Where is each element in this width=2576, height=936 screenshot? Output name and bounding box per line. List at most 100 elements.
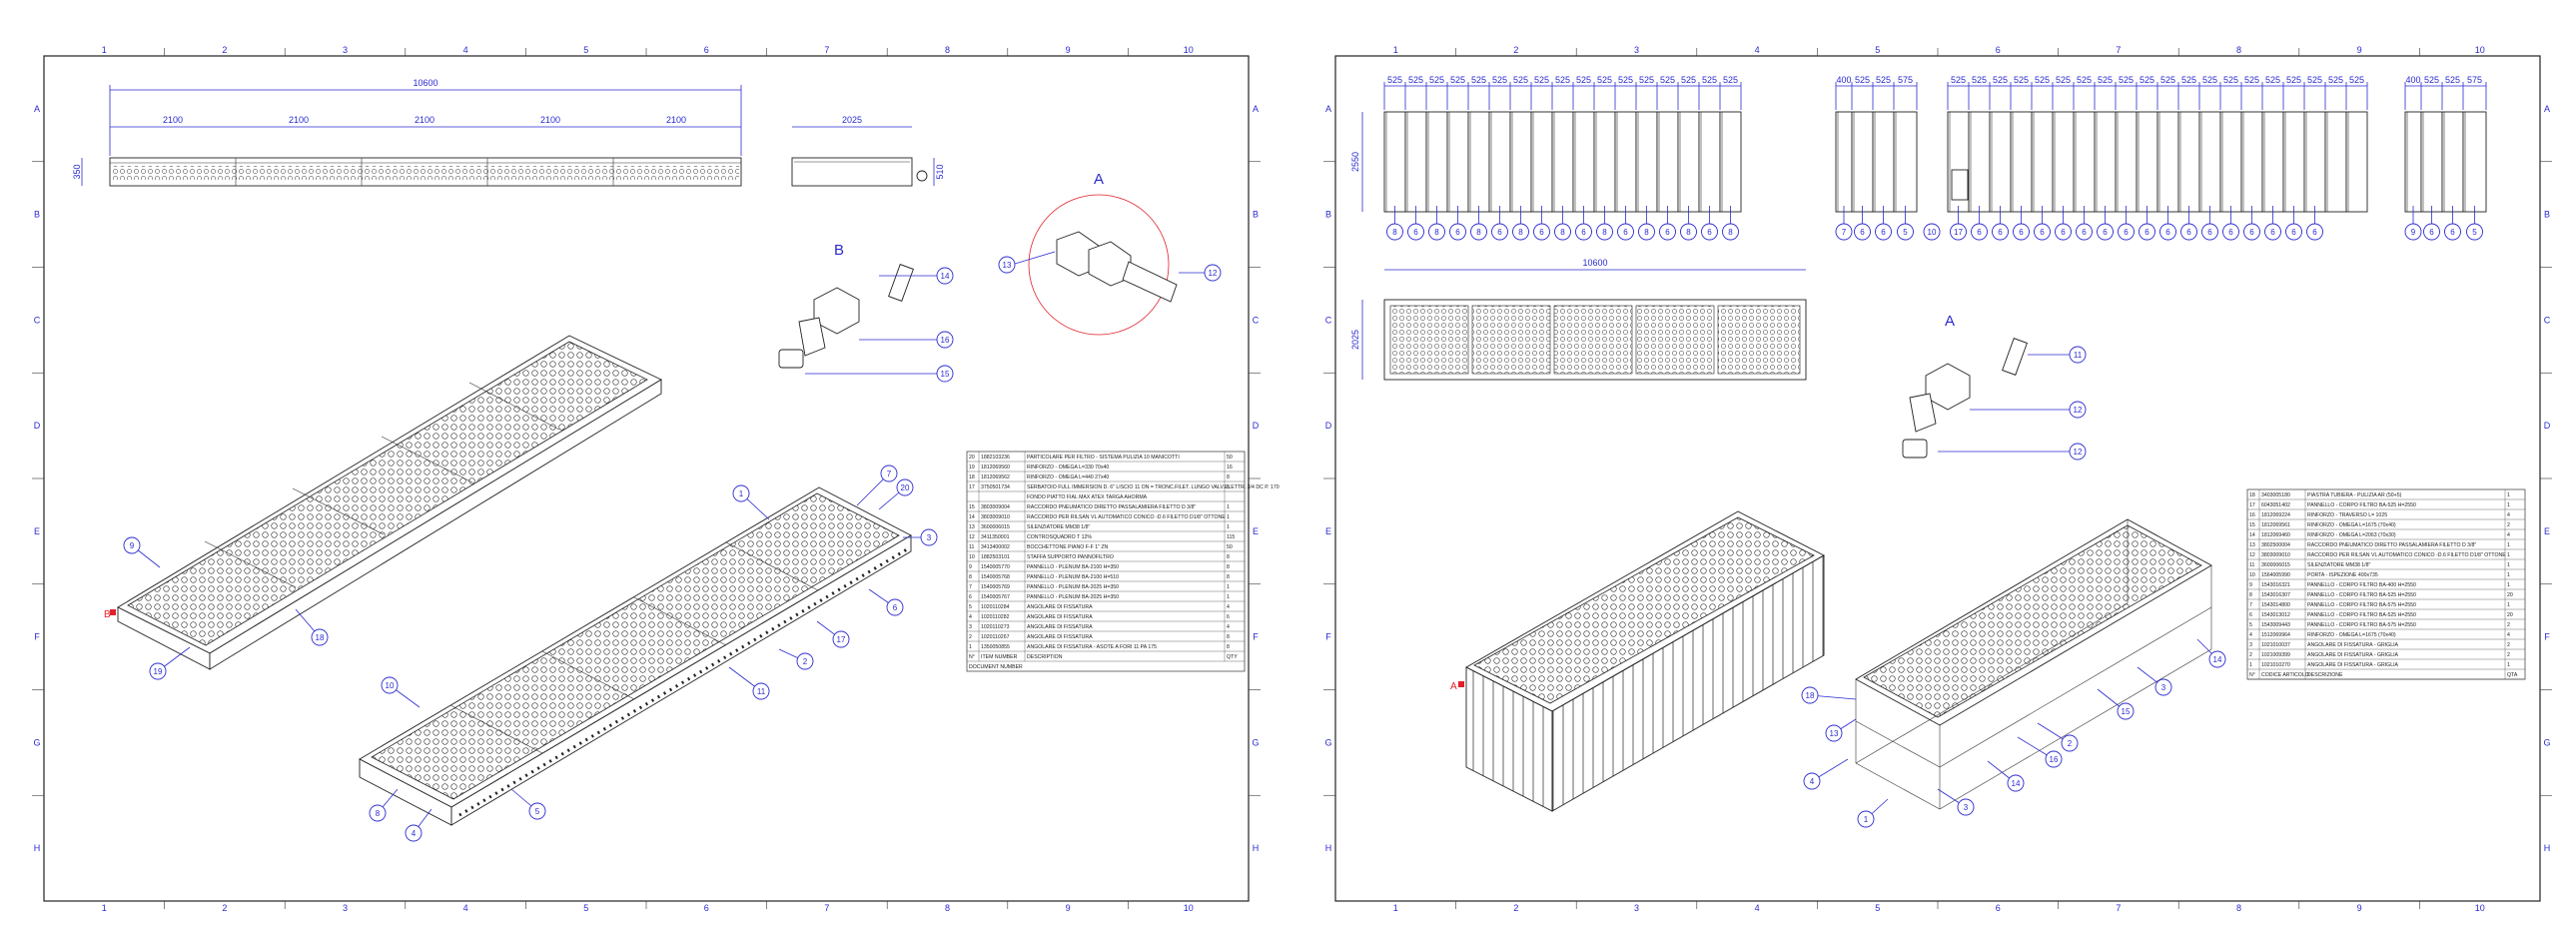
bom-s1-cell: RINFORZO - OMEGA L=330 70x40 [1027,465,1109,470]
bom-s2-cell: 3802500004 [2261,542,2290,548]
grid-col-label: 2 [1513,903,1518,913]
svg-text:15: 15 [941,370,950,379]
grid-row-label: B [34,210,40,220]
front-group-1-balloon: 6 [1533,223,1550,241]
grid-row-label: A [1253,104,1259,114]
grid-row-label: F [2544,632,2550,642]
bom-s1-cell: RACCORDO PER RILSAN VL AUTOMATICO CONICO… [1027,514,1226,520]
bom-s1-cell: 1812069560 [981,465,1010,470]
front-group-1-dim: 525 [1660,75,1675,85]
svg-text:6: 6 [1455,228,1460,237]
front-group-1-balloon: 6 [1407,223,1424,241]
front-group-4-panel [2404,111,2422,213]
sheet2-top-view: 10600 2025 [1350,258,1807,381]
bom-s2-cell: 4 [2249,632,2252,638]
front-group-3-balloon: 17 [1950,223,1967,241]
bom-s2-cell: ANGOLARE DI FISSATURA - GRIGLIA [2307,652,2399,658]
front-group-3-dim: 525 [1951,75,1966,85]
dim-overall: 10600 [413,78,437,88]
sheet1-side-view: 2025 510 [791,115,945,187]
bom-s2-cell: PANNELLO - CORPO FILTRO BA-575 H=2550 [2307,622,2416,628]
svg-text:4: 4 [1810,777,1815,786]
front-group-1-dim: 525 [1408,75,1423,85]
front-group-4-panel [2420,111,2443,213]
svg-text:8: 8 [1518,228,1523,237]
grid-row-label: C [34,315,41,325]
bom-s1-cell: 1 [1227,524,1230,530]
front-group-4-panel [2441,111,2464,213]
bom-s1-cell: 1 [1227,504,1230,510]
balloon-iso-right: 20 [896,478,914,496]
bom-s1-cell: 1020110282 [981,614,1010,620]
front-group-3-panel [2031,111,2054,213]
bom-s1-cell: 3600006015 [981,524,1010,530]
bom-s2-cell: 5 [2249,622,2252,628]
svg-text:6: 6 [2019,228,2024,237]
front-group-2-dim: 525 [1876,75,1891,85]
front-group-3-balloon: 6 [2201,223,2218,241]
bom-s2-cell: 20 [2507,612,2513,618]
bom-s2-cell: RACCORDO PER RILSAN VL AUTOMATICO CONICO… [2307,552,2506,558]
bom-s2-cell: 2 [2249,652,2252,658]
balloon-iso-right: 1 [732,484,750,502]
front-group-1-dim: 525 [1723,75,1738,85]
grid-col-label: 3 [1634,903,1639,913]
front-group-4-balloon: 9 [2404,223,2422,241]
bom-s2-header-cell: QTA [2507,672,2518,678]
bom-s2-cell: RINFORZO - OMEGA L=2063 (70x30) [2307,532,2396,538]
front-group-1-balloon: 6 [1491,223,1508,241]
svg-text:11: 11 [2074,351,2083,360]
grid-row-label: B [2544,210,2550,220]
front-group-3-panel [1989,111,2012,213]
bom-s1-cell: 6 [1227,614,1230,620]
front-group-2-panel [1851,111,1874,213]
front-group-1-dim: 525 [1555,75,1570,85]
bom-s2-frame [2246,488,2526,680]
front-group-3-dim: 525 [2307,75,2322,85]
svg-text:14: 14 [941,272,950,281]
front-group-3-panel [2219,111,2242,213]
bom-s2-cell: 4 [2507,632,2510,638]
iso-marker-a-s2: A [1450,681,1457,692]
sheet1-detail-a: A [1014,171,1205,336]
bom-s1-cell: PANNELLO - PLENUM BA-2025 H=350 [1027,584,1119,590]
dim-segment-3: 2100 [415,115,434,125]
bom-s1-cell: PANNELLO - PLENUM BA-2100 H=350 [1027,564,1119,570]
bom-s1-cell: 1540005770 [981,564,1010,570]
front-group-2-balloon: 6 [1854,223,1871,241]
front-group-1-panel [1593,111,1616,213]
bom-s2-cell: SILENZIATORE MM38 1/8" [2307,562,2370,568]
front-group-4-balloon: 6 [2444,223,2461,241]
bom-s2-cell: ANGOLARE DI FISSATURA - GRIGLIA [2307,642,2399,648]
front-group-3-dim: 525 [2035,75,2050,85]
side-view-fitting [916,170,928,182]
front-group-4-dim: 525 [2445,75,2460,85]
grid-row-label: E [1253,526,1259,536]
bom-s2-cell: 16 [2249,512,2255,518]
front-group-1-panel [1719,111,1742,213]
dim-segment-5: 2100 [666,115,686,125]
bom-s2-cell: 1812069460 [2261,532,2290,538]
bom-s2-cell: 2 [2507,622,2510,628]
balloon-iso-left: 19 [149,662,167,680]
front-group-1-balloon: 8 [1554,223,1571,241]
svg-text:6: 6 [1413,228,1418,237]
sheet1-detail-b: B [778,242,937,375]
svg-text:11: 11 [757,687,766,696]
grid-row-label: F [34,632,40,642]
sheet1-iso-plenum [359,486,912,826]
front-group-3-panel [1968,111,1991,213]
svg-text:6: 6 [2145,228,2149,237]
bom-s2-cell: 1 [2507,582,2510,588]
grid-col-label: 1 [102,903,107,913]
svg-text:6: 6 [2103,228,2108,237]
grid-col-label: 5 [583,45,588,55]
dim-side-s2: 2025 [1350,330,1360,350]
front-group-3-dim: 525 [2119,75,2134,85]
bom-s2-header-cell: N° [2249,672,2255,678]
front-group-3-panel [2177,111,2200,213]
grid-col-label: 3 [343,903,348,913]
front-group-1-dim: 525 [1618,75,1633,85]
